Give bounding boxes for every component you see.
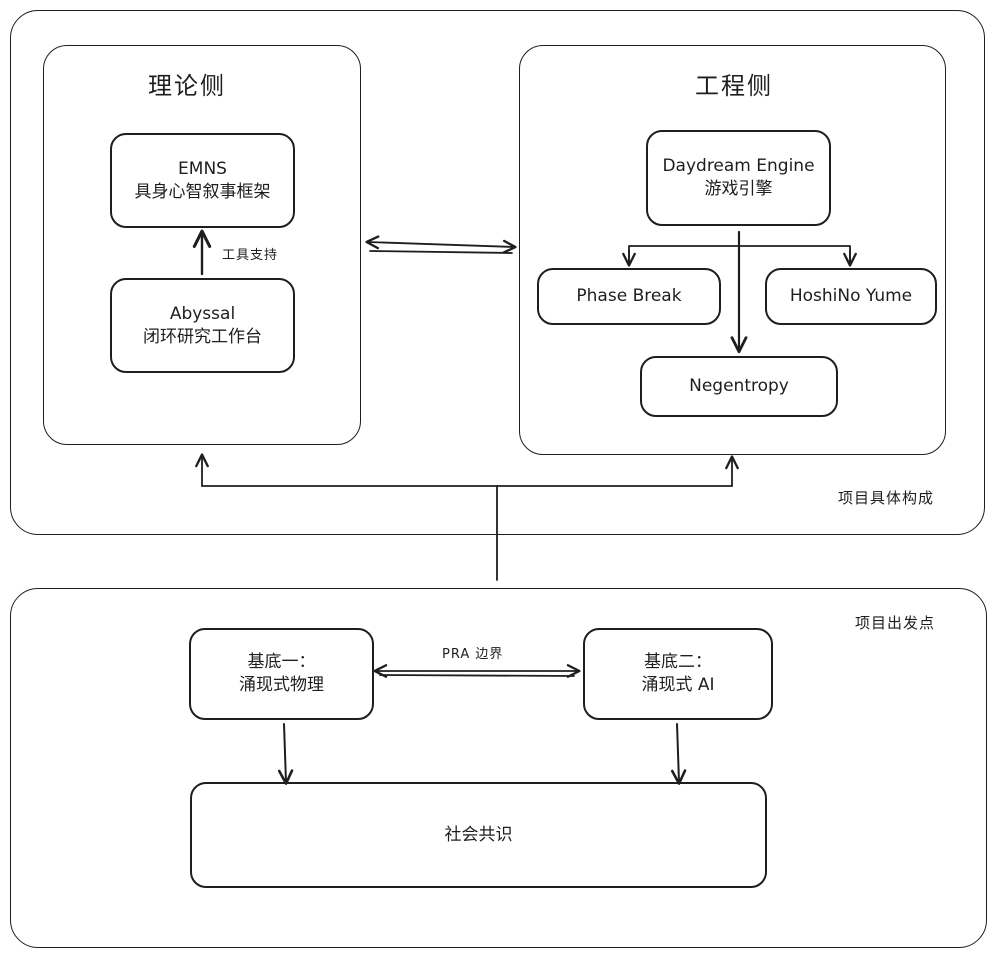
abyssal-node-title: Abyssal — [169, 303, 236, 324]
base-two-subtitle: 涌现式 AI — [641, 675, 715, 695]
social-consensus-node[interactable]: 社会共识 — [190, 782, 767, 888]
base-one-subtitle: 涌现式物理 — [239, 675, 324, 695]
abyssal-node-subtitle: 闭环研究工作台 — [143, 326, 262, 347]
phase-break-node[interactable]: Phase Break — [537, 268, 721, 325]
hoshino-yume-node[interactable]: HoshiNo Yume — [765, 268, 937, 325]
theory-panel — [43, 45, 361, 445]
project-origin-label: 项目出发点 — [855, 614, 936, 632]
phase-break-label: Phase Break — [576, 286, 682, 307]
daydream-engine-subtitle: 游戏引擎 — [704, 179, 773, 199]
daydream-engine-title: Daydream Engine — [662, 156, 815, 177]
negentropy-label: Negentropy — [689, 376, 789, 397]
hoshino-yume-label: HoshiNo Yume — [789, 286, 913, 307]
base-two-node[interactable]: 基底二： 涌现式 AI — [583, 628, 773, 720]
emns-node[interactable]: EMNS 具身心智叙事框架 — [110, 133, 295, 228]
pra-boundary-label: PRA 边界 — [442, 647, 504, 662]
abyssal-node[interactable]: Abyssal 闭环研究工作台 — [110, 278, 295, 373]
base-one-node[interactable]: 基底一： 涌现式物理 — [189, 628, 374, 720]
social-consensus-label: 社会共识 — [444, 824, 513, 845]
daydream-engine-node[interactable]: Daydream Engine 游戏引擎 — [646, 130, 831, 226]
emns-node-title: EMNS — [178, 158, 227, 179]
base-one-title: 基底一： — [247, 652, 316, 673]
engineering-panel-title: 工程侧 — [695, 72, 773, 100]
negentropy-node[interactable]: Negentropy — [640, 356, 838, 417]
project-origin-frame — [10, 588, 987, 948]
base-two-title: 基底二： — [644, 652, 712, 673]
tool-support-label: 工具支持 — [222, 248, 279, 263]
emns-node-subtitle: 具身心智叙事框架 — [134, 181, 271, 202]
project-composition-label: 项目具体构成 — [838, 489, 935, 507]
theory-panel-title: 理论侧 — [148, 72, 226, 100]
